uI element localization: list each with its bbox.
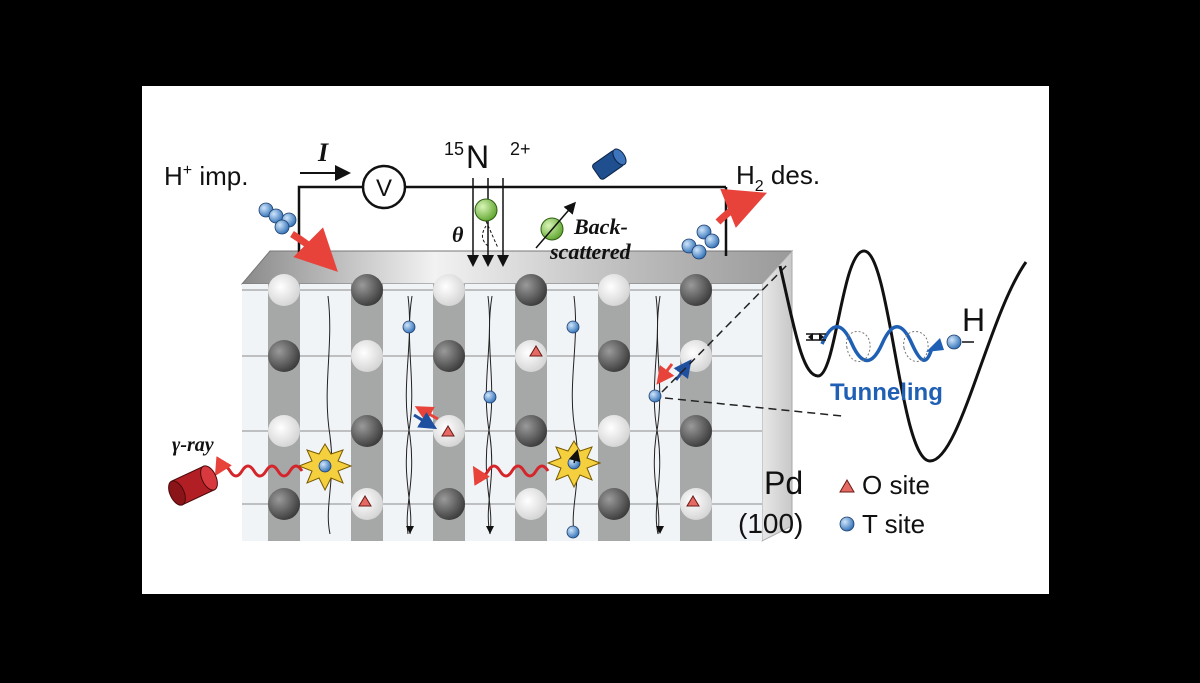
- t-site-icon: [402, 320, 416, 334]
- cylinder-detector-icon: [168, 465, 218, 506]
- cylinder-detector-icon: [592, 148, 627, 180]
- h2-molecule-atoms: [681, 224, 720, 260]
- pd-crystal-block: [240, 249, 794, 542]
- backscattered-label-line2: scattered: [549, 239, 632, 264]
- pd-atom: [433, 488, 465, 520]
- t-site-icon: [483, 390, 497, 404]
- pd-atom: [268, 415, 300, 447]
- o-site-markers: [358, 345, 700, 507]
- voltmeter-label: V: [376, 175, 392, 202]
- o-site-icon: [358, 495, 372, 507]
- o-site-icon: [686, 495, 700, 507]
- pd-atom: [598, 340, 630, 372]
- gamma-waves: [214, 456, 550, 486]
- theta-arc: [482, 225, 489, 247]
- hopping-arrows: [413, 359, 692, 430]
- pd-atom: [680, 415, 712, 447]
- pd-atom: [351, 340, 383, 372]
- pd-atom: [598, 415, 630, 447]
- desorption-arrow: [715, 188, 767, 228]
- pd-hydrogen-diagram: γ-ray V I H+ imp. 15 N 2+ θ Back- scatte…: [164, 138, 1028, 542]
- path-end-arrows: [406, 526, 664, 534]
- implant-arrow: [290, 227, 338, 272]
- o-site-legend-icon: [839, 479, 855, 493]
- potential-well-inset: [778, 249, 1028, 463]
- pd-atom: [268, 340, 300, 372]
- t-site-icon: [566, 320, 580, 334]
- starburst-icon: [297, 443, 353, 492]
- pd-label: Pd: [764, 465, 803, 501]
- gamma-label: γ-ray: [172, 434, 214, 456]
- n-symbol-label: N: [466, 139, 489, 175]
- h-atom-label: H: [962, 302, 985, 338]
- pd-atom: [515, 488, 547, 520]
- current-label: I: [317, 138, 329, 167]
- pd-atom: [268, 488, 300, 520]
- pd-atom: [351, 274, 383, 306]
- pd-atom: [515, 274, 547, 306]
- pd-atom: [515, 415, 547, 447]
- pd-atom: [598, 274, 630, 306]
- pd-atoms: [268, 274, 712, 520]
- pd-atom: [680, 274, 712, 306]
- tunneling-label: Tunneling: [830, 379, 943, 406]
- circle-v-icon: V: [361, 164, 407, 210]
- t-site-icon: [648, 389, 662, 403]
- pd-atom: [598, 488, 630, 520]
- t-site-legend-label: T site: [862, 509, 925, 539]
- incident-ion-icon: [474, 198, 498, 222]
- diagram-panel: γ-ray V I H+ imp. 15 N 2+ θ Back- scatte…: [142, 86, 1049, 594]
- t-site-legend-icon: [839, 516, 855, 532]
- o-site-icon: [441, 425, 455, 437]
- n-mass-label: 15: [444, 139, 464, 159]
- pd-atom: [268, 274, 300, 306]
- backscattered-label-line1: Back-: [573, 214, 628, 239]
- h2-des-label: H2 des.: [736, 160, 820, 195]
- t-site-markers: [402, 320, 662, 539]
- t-site-icon: [566, 525, 580, 539]
- pd-face-label: (100): [738, 508, 803, 539]
- h-diffusion-paths: [326, 295, 661, 535]
- theta-label: θ: [452, 222, 464, 247]
- circuit-wire: [297, 185, 728, 256]
- o-site-legend-label: O site: [862, 470, 930, 500]
- starburst-icon: [546, 440, 602, 489]
- h-imp-label: H+ imp.: [164, 161, 248, 191]
- n-charge-label: 2+: [510, 139, 531, 159]
- o-site-icon: [529, 345, 543, 357]
- pd-atom: [351, 415, 383, 447]
- h-implant-atoms: [258, 202, 297, 235]
- pd-atom: [433, 274, 465, 306]
- zoom-lines: [661, 263, 843, 417]
- pd-atom: [433, 340, 465, 372]
